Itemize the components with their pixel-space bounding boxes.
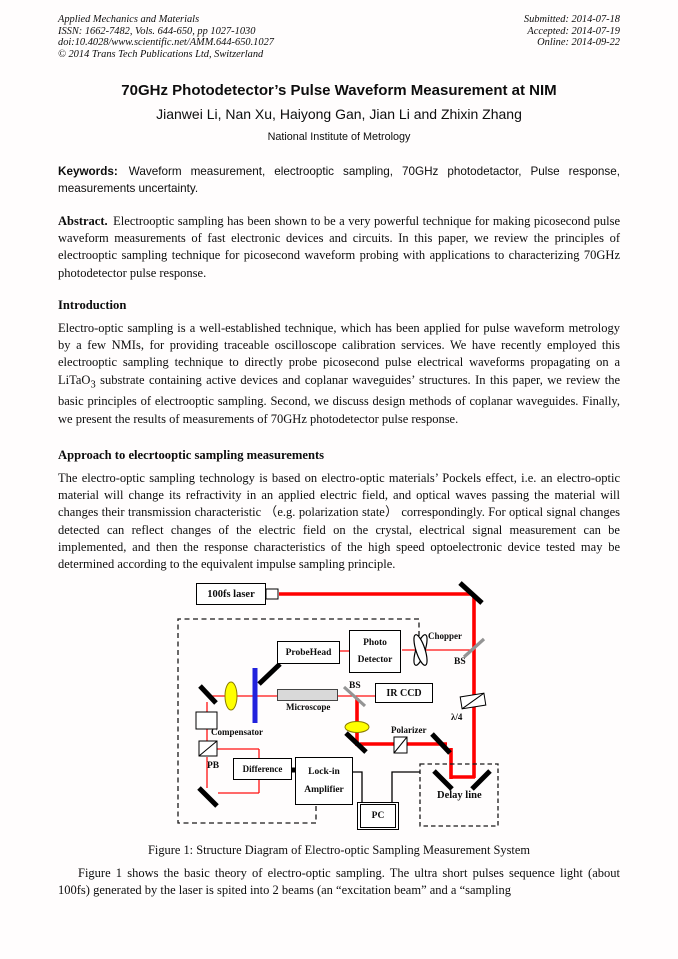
difference-box: Difference: [233, 758, 292, 780]
bs-top-label: BS: [454, 657, 466, 667]
probehead-box: ProbeHead: [277, 641, 340, 664]
journal-name: Applied Mechanics and Materials: [58, 14, 200, 25]
pb-diagonal: [198, 740, 218, 757]
lens-vertical-icon: [224, 681, 238, 711]
photodetector-label-2: Detector: [357, 655, 393, 665]
probehead-label: ProbeHead: [285, 647, 332, 658]
introduction-text-1: Electro-optic sampling is a well-establi…: [58, 321, 620, 387]
abstract-text: Electrooptic sampling has been shown to …: [58, 214, 621, 280]
laser-box: 100fs laser: [196, 583, 266, 605]
introduction-heading: Introduction: [58, 298, 127, 312]
keywords-label: Keywords:: [58, 165, 118, 178]
mirror-top-right: [458, 581, 484, 605]
microscope-box: [277, 689, 338, 701]
paper-affiliation: National Institute of Metrology: [267, 131, 411, 143]
laser-label: 100fs laser: [207, 588, 255, 600]
pb-label: PB: [207, 761, 220, 771]
litao3-subscript: 3: [90, 379, 96, 391]
quarter-waveplate-diagonal: [461, 692, 485, 710]
pc-box-inner: PC: [360, 804, 396, 828]
crystal-icon: [252, 668, 258, 723]
journal-copyright: © 2014 Trans Tech Publications Ltd, Swit…: [58, 48, 264, 60]
beamsplitter-top-icon: [462, 637, 486, 659]
mirror-left: [198, 684, 218, 705]
signal-wires: [353, 771, 420, 802]
closing-paragraph: Figure 1 shows the basic theory of elect…: [58, 866, 620, 898]
bs-mid-label: BS: [349, 681, 361, 691]
lockin-label-1: Lock-in: [308, 766, 340, 777]
chopper-label: Chopper: [428, 631, 463, 641]
mirror-right-of-polarizer: [430, 732, 452, 755]
submitted-date: Submitted: 2014-07-18: [523, 14, 620, 25]
polarizer-diagonal: [393, 736, 408, 754]
quarter-waveplate-body: [459, 692, 487, 710]
mirror-below-pb: [197, 786, 219, 808]
photodetector-label-1: Photo: [363, 638, 387, 648]
online-date: Online: 2014-09-22: [537, 37, 620, 49]
pc-box: PC: [357, 802, 399, 830]
introduction-text-2: substrate containing active devices and …: [58, 372, 620, 426]
paper-authors: Jianwei Li, Nan Xu, Haiyong Gan, Jian Li…: [156, 106, 522, 122]
paper-title: 70GHz Photodetector’s Pulse Waveform Mea…: [121, 82, 557, 99]
journal-issn: ISSN: 1662-7482, Vols. 644-650, pp 1027-…: [58, 25, 256, 37]
mirror-delay-right: [470, 769, 492, 791]
compensator-label: Compensator: [211, 727, 263, 737]
pb-body: [198, 740, 218, 757]
journal-header-left: Applied Mechanics and Materials ISSN: 16…: [58, 14, 398, 60]
polarizer-icon: [393, 736, 408, 754]
photodetector-box: Photo Detector: [349, 630, 401, 673]
figure1-caption: Figure 1: Structure Diagram of Electro-o…: [148, 843, 530, 857]
lens-horizontal-icon: [344, 721, 370, 733]
quarter-waveplate-icon: [459, 692, 487, 710]
introduction-paragraph: Electro-optic sampling is a well-establi…: [58, 320, 620, 428]
journal-doi: doi:10.4028/www.scientific.net/AMM.644-6…: [58, 37, 274, 49]
ir-ccd-box: IR CCD: [375, 683, 433, 703]
mirror-probehead: [257, 662, 282, 686]
abstract-label: Abstract.: [58, 214, 108, 228]
lockin-amplifier-box: Lock-in Amplifier: [295, 757, 353, 805]
delay-line-label: Delay line: [437, 790, 482, 801]
quarter-wave-label: λ/4: [451, 712, 463, 722]
polarizer-label: Polarizer: [391, 725, 427, 735]
approach-heading: Approach to elecrtooptic sampling measur…: [58, 448, 325, 462]
pb-splitter-icon: [198, 740, 218, 757]
accepted-date: Accepted: 2014-07-19: [527, 25, 620, 37]
ir-ccd-label: IR CCD: [386, 687, 422, 699]
laser-output-port: [265, 588, 279, 600]
wire-pc-to-delayline: [391, 771, 420, 802]
microscope-label: Microscope: [286, 702, 331, 712]
difference-label: Difference: [242, 764, 283, 774]
wire-lockin-to-pc: [353, 771, 363, 802]
chopper-blade-2: [413, 634, 428, 666]
approach-paragraph: The electro-optic sampling technology is…: [58, 471, 620, 572]
journal-header-right: Submitted: 2014-07-18 Accepted: 2014-07-…: [398, 14, 620, 49]
mirror-delay-left: [432, 769, 454, 791]
polarizer-body: [393, 736, 408, 754]
keywords-paragraph: Keywords: Waveform measurement, electroo…: [58, 163, 620, 197]
mirror-center-bottom: [344, 731, 368, 754]
keywords-text: Waveform measurement, electrooptic sampl…: [58, 165, 620, 195]
pc-label: PC: [371, 811, 385, 821]
chopper-icon: [413, 634, 428, 666]
abstract-paragraph: Abstract. Electrooptic sampling has been…: [58, 213, 620, 282]
lockin-label-2: Amplifier: [304, 785, 344, 796]
chopper-blade-1: [413, 634, 428, 666]
